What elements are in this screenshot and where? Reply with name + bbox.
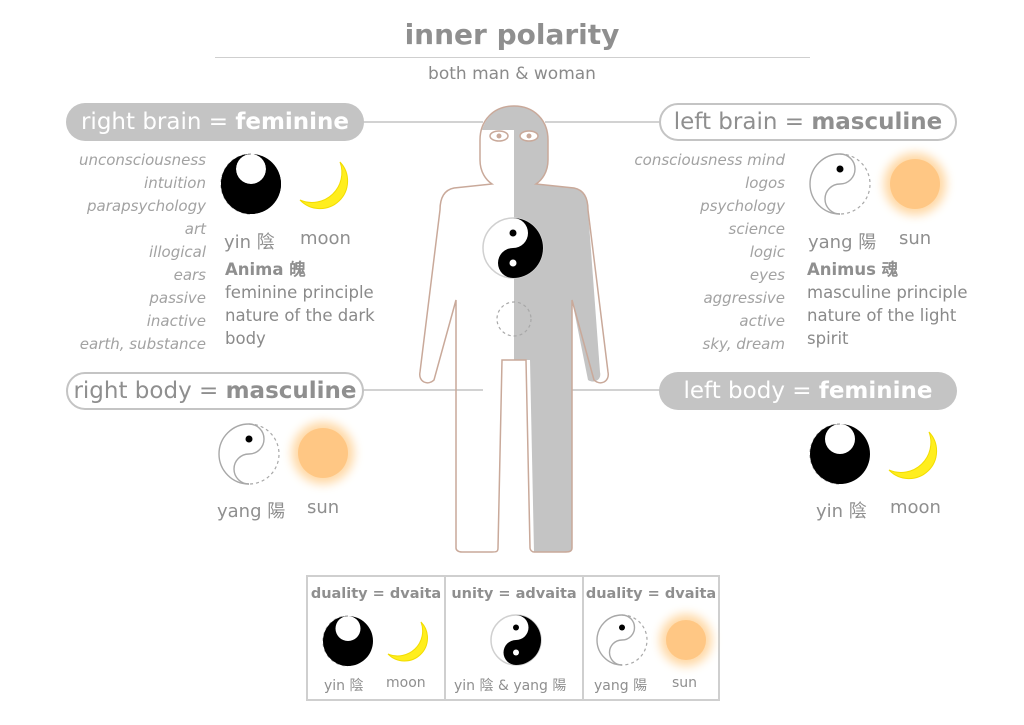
right-body-label-prefix: right body = [73,378,226,404]
left-brain-label-prefix: left brain = [673,109,812,135]
list-item: spirit [807,329,849,348]
column-header-b: advaita [515,586,577,602]
list-item: consciousness mind [634,151,785,169]
list-item: eyes [749,266,785,284]
column-header-b: dvaita [664,586,717,602]
duality-yin-column: duality = dvaita yin 陰 moon [308,577,444,699]
column-header-b: dvaita [389,586,442,602]
eyes-icon [489,130,539,142]
yin-and-yang-label: yin 陰 & yang 陽 [454,678,567,694]
left-body-pill: left body = feminine [659,372,957,410]
list-item: passive [149,289,206,307]
list-item: nature of the light [807,306,957,325]
column-header-eq: = [367,586,390,602]
left-body-label-bold: feminine [818,378,933,404]
duality-unity-table: duality = dvaita yin 陰 moon unity = adva… [306,575,720,701]
list-item: logos [745,174,785,192]
left-brain-sun-label: sun [899,228,932,249]
column-header: duality = dvaita [584,586,718,602]
list-item: inactive [146,312,206,330]
right-brain-qualities: unconsciousness intuition parapsychology… [70,149,206,356]
belly-dashed-circle-icon [496,301,532,337]
list-item: masculine principle [807,283,968,302]
list-item: parapsychology [87,197,206,215]
list-item: psychology [700,197,785,215]
right-brain-label-bold: feminine [235,109,350,135]
list-item: aggressive [703,289,785,307]
yang-symbol-icon [809,153,871,215]
column-header: duality = dvaita [308,586,444,602]
list-item: nature of the dark [225,306,375,325]
left-brain-pill: left brain = masculine [659,103,957,141]
list-item: logic [749,243,785,261]
right-brain-moon-label: moon [300,228,351,249]
list-item: active [739,312,785,330]
list-item: ears [173,266,206,284]
moon-label: moon [386,675,426,691]
column-header-a: duality [310,586,368,602]
column-header-a: unity [451,586,494,602]
list-item: body [225,329,266,348]
column-header-eq: = [642,586,665,602]
yin-label: yin 陰 [324,678,364,694]
right-brain-yin-label: yin 陰 [224,232,275,253]
yang-label: yang 陽 [594,678,648,694]
left-body-moon-label: moon [890,497,941,518]
right-body-pill: right body = masculine [66,372,364,410]
yin-yang-icon [490,614,542,666]
yang-symbol-icon [596,614,648,666]
sun-icon [890,159,940,209]
list-item: unconsciousness [78,151,206,169]
animus-principle: Animus 魂 masculine principle nature of t… [807,258,968,350]
yin-symbol-icon [809,423,870,485]
title-divider [215,57,810,58]
page-subtitle: both man & woman [428,64,596,84]
left-brain-yang-label: yang 陽 [808,232,877,253]
head-shaded-part [482,106,514,130]
list-item: earth, substance [79,335,206,353]
left-body-label-prefix: left body = [683,378,819,404]
right-brain-label-prefix: right brain = [80,109,236,135]
column-header: unity = advaita [446,586,582,602]
moon-icon [387,621,428,662]
right-body-sun-label: sun [307,497,340,518]
right-body-label-bold: masculine [225,378,357,404]
yin-symbol-icon [220,153,281,215]
yin-symbol-icon [322,615,373,667]
chest-yin-yang-icon [482,217,544,279]
animus-title: Animus 魂 [807,260,899,279]
left-body-yin-label: yin 陰 [816,501,867,522]
yang-symbol-icon [218,423,280,485]
column-header-eq: = [493,586,516,602]
list-item: illogical [149,243,206,261]
column-header-a: duality [585,586,643,602]
list-item: sky, dream [702,335,785,353]
list-item: science [728,220,785,238]
page-title: inner polarity [404,18,620,51]
left-brain-qualities: consciousness mind logos psychology scie… [620,149,785,356]
duality-yang-column: duality = dvaita yang 陽 sun [584,577,718,699]
list-item: intuition [144,174,206,192]
left-brain-label-bold: masculine [811,109,943,135]
right-brain-pill: right brain = feminine [66,103,364,141]
body-outline [419,105,609,553]
list-item: art [184,220,206,238]
body-shaded-half [514,106,601,552]
sun-icon [298,428,348,478]
unity-column: unity = advaita yin 陰 & yang 陽 [444,577,584,699]
sun-icon [666,620,706,660]
list-item: feminine principle [225,283,374,302]
moon-icon [299,161,349,210]
right-body-yang-label: yang 陽 [217,501,286,522]
anima-principle: Anima 魄 feminine principle nature of the… [225,258,375,350]
moon-icon [888,431,938,480]
anima-title: Anima 魄 [225,260,306,279]
sun-label: sun [672,675,698,691]
